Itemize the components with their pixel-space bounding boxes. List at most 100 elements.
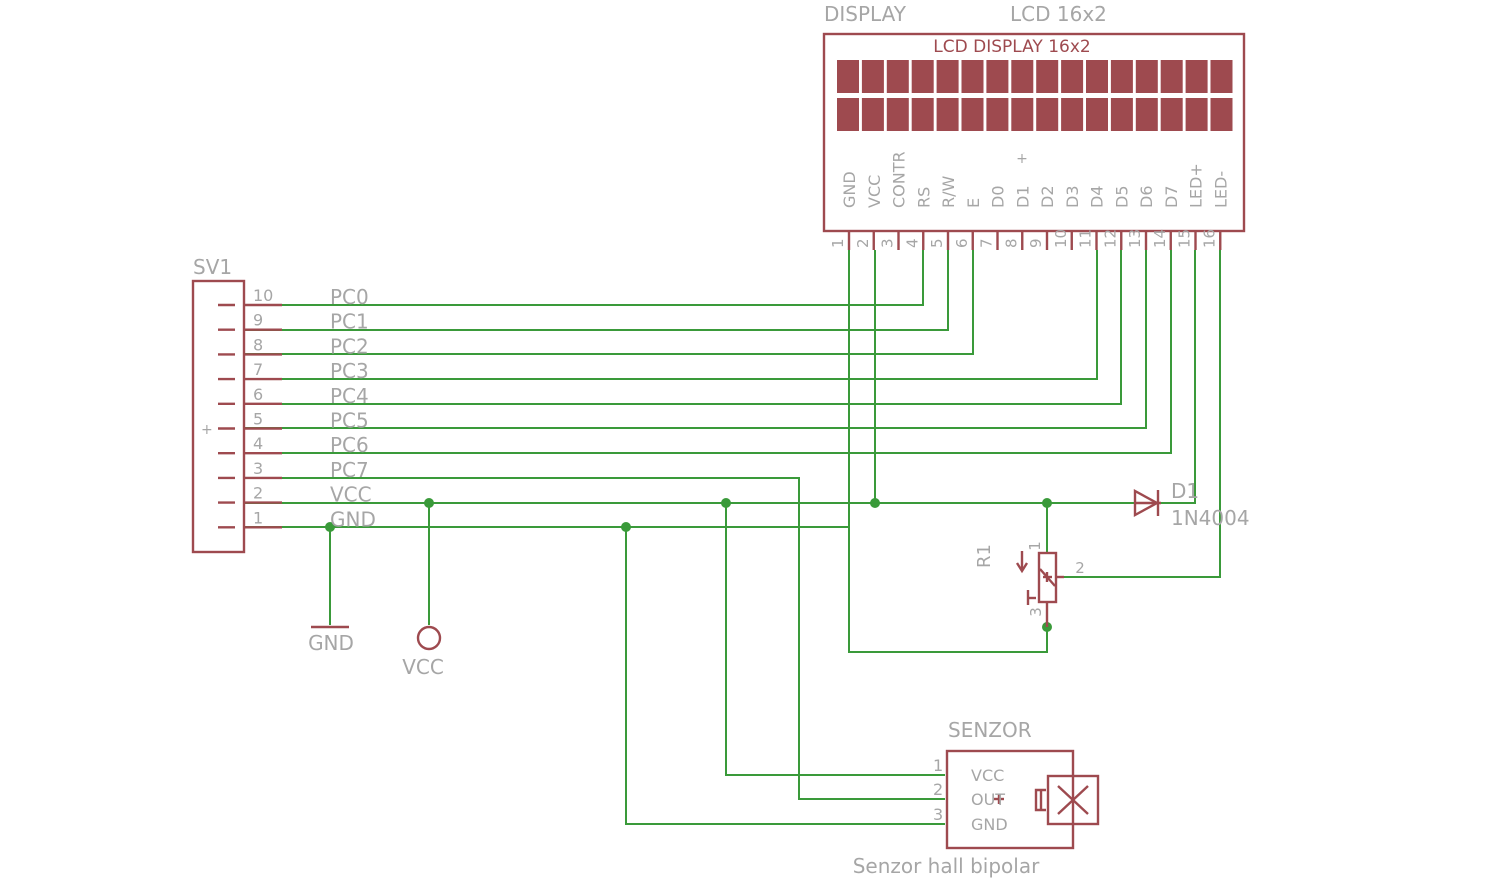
sensor-pin-number: 1 — [933, 756, 943, 775]
display-pin-label: GND — [840, 171, 859, 208]
display-pin-label: D0 — [989, 186, 1008, 209]
lcd-character-cell — [886, 60, 909, 93]
display-pin-number: 13 — [1126, 229, 1144, 248]
display-pin-stubs — [847, 231, 1222, 250]
wire-sensor-vcc — [725, 503, 945, 776]
sensor-value: Senzor hall bipolar — [853, 854, 1040, 878]
header-pin-number: 6 — [253, 385, 263, 404]
display-pin-label: RS — [914, 187, 933, 208]
lcd-character-cell — [1036, 60, 1059, 93]
sensor-pin-label: VCC — [971, 766, 1004, 785]
lcd-character-cell — [986, 60, 1009, 93]
header-signal-label: VCC — [330, 483, 372, 507]
junction — [325, 522, 335, 532]
display-pin-number: 11 — [1077, 229, 1095, 248]
display-pin-label: D6 — [1137, 186, 1156, 209]
header-outline — [191, 279, 246, 554]
display-pin-number: 1 — [829, 238, 847, 248]
display-pin-label: LED+ — [1187, 163, 1206, 208]
header-pin-number: 4 — [253, 434, 263, 453]
wire-pc3 — [245, 250, 1098, 380]
display-value: LCD 16x2 — [1010, 2, 1107, 26]
header-pin-number: 7 — [253, 360, 263, 379]
junction — [424, 498, 434, 508]
header-signal-label: PC7 — [330, 458, 369, 482]
wire-pc2 — [245, 250, 974, 355]
sensor-name: SENZOR — [948, 718, 1032, 742]
display-pin-number: 2 — [854, 238, 872, 248]
lcd-character-cell — [1135, 98, 1158, 131]
pot-pin3-number: 3 — [1027, 607, 1045, 617]
header-name: SV1 — [193, 255, 232, 279]
header-pin-number: 3 — [253, 459, 263, 478]
display-pin-number: 16 — [1200, 229, 1218, 248]
lcd-character-cell — [1110, 60, 1133, 93]
lcd-character-cell — [1185, 60, 1208, 93]
header-pin-number: 5 — [253, 410, 263, 429]
header-signal-label: PC3 — [330, 359, 369, 383]
lcd-character-cell — [1036, 98, 1059, 131]
wire-sensor-gnd — [625, 527, 945, 825]
header-pin-number: 1 — [253, 508, 263, 527]
pot-pin1-number: 1 — [1026, 541, 1044, 551]
lcd-character-cell — [1160, 60, 1183, 93]
display-outline — [822, 32, 1246, 233]
display-pin-label: CONTR — [890, 151, 909, 208]
display-pin-label: R/W — [939, 175, 958, 208]
sensor-element-box — [1046, 774, 1100, 826]
display-title: LCD DISPLAY 16x2 — [933, 37, 1090, 57]
display-pin-number: 8 — [1002, 238, 1020, 248]
display-pin-label: D1 — [1013, 186, 1032, 209]
wire-pc4 — [245, 250, 1122, 405]
sensor-pin-label: OUT — [971, 790, 1005, 809]
display-pin-number: 5 — [928, 238, 946, 248]
display-pin-label: D7 — [1162, 186, 1181, 209]
header-signal-label: GND — [330, 507, 376, 531]
diode-triangle — [1133, 488, 1160, 518]
pot-pin2-number: 2 — [1075, 559, 1085, 577]
display-pin-number: 3 — [879, 238, 897, 248]
lcd-character-cell — [1135, 60, 1158, 93]
lcd-character-cell — [861, 60, 884, 93]
lcd-character-cell — [1210, 60, 1233, 93]
lcd-character-cell — [1160, 98, 1183, 131]
wire-disp-gnd — [848, 250, 1048, 653]
wire-pc1 — [245, 250, 949, 331]
header-pins — [218, 303, 282, 529]
vcc-symbol: VCC — [402, 625, 444, 679]
display-pin-label: VCC — [865, 175, 884, 208]
lcd-character-cell — [1110, 98, 1133, 131]
lcd-character-cell — [886, 98, 909, 131]
gnd-label: GND — [308, 631, 354, 655]
wire-pc0 — [245, 250, 924, 306]
sensor-pin-number: 3 — [933, 805, 943, 824]
display-pin-number: 15 — [1176, 229, 1194, 248]
sensor-pin-number: 2 — [933, 780, 943, 799]
vcc-circle — [416, 625, 442, 651]
display-pin-label: D4 — [1088, 186, 1107, 209]
header-plus-mark: + — [201, 422, 213, 438]
diode-d1: D1 1N4004 — [1133, 479, 1250, 530]
pot-name: R1 — [974, 544, 995, 568]
display-name: DISPLAY — [824, 2, 907, 26]
lcd-character-cell — [1086, 60, 1108, 93]
lcd-character-cell — [1185, 98, 1208, 131]
lcd-character-cell — [961, 98, 984, 131]
junction — [721, 498, 731, 508]
display-pin-number: 12 — [1101, 229, 1119, 248]
potentiometer-r1: R1 1 2 3 — [974, 541, 1085, 627]
header-signal-label: PC6 — [330, 433, 369, 457]
diode-value: 1N4004 — [1171, 506, 1250, 530]
display-pin-number: 4 — [903, 238, 921, 248]
display-pin-label: D3 — [1063, 186, 1082, 209]
lcd-character-cell — [911, 60, 934, 93]
lcd-character-cell — [961, 60, 984, 93]
lcd-character-cell — [1086, 98, 1108, 131]
lcd-character-cell — [1210, 98, 1233, 131]
